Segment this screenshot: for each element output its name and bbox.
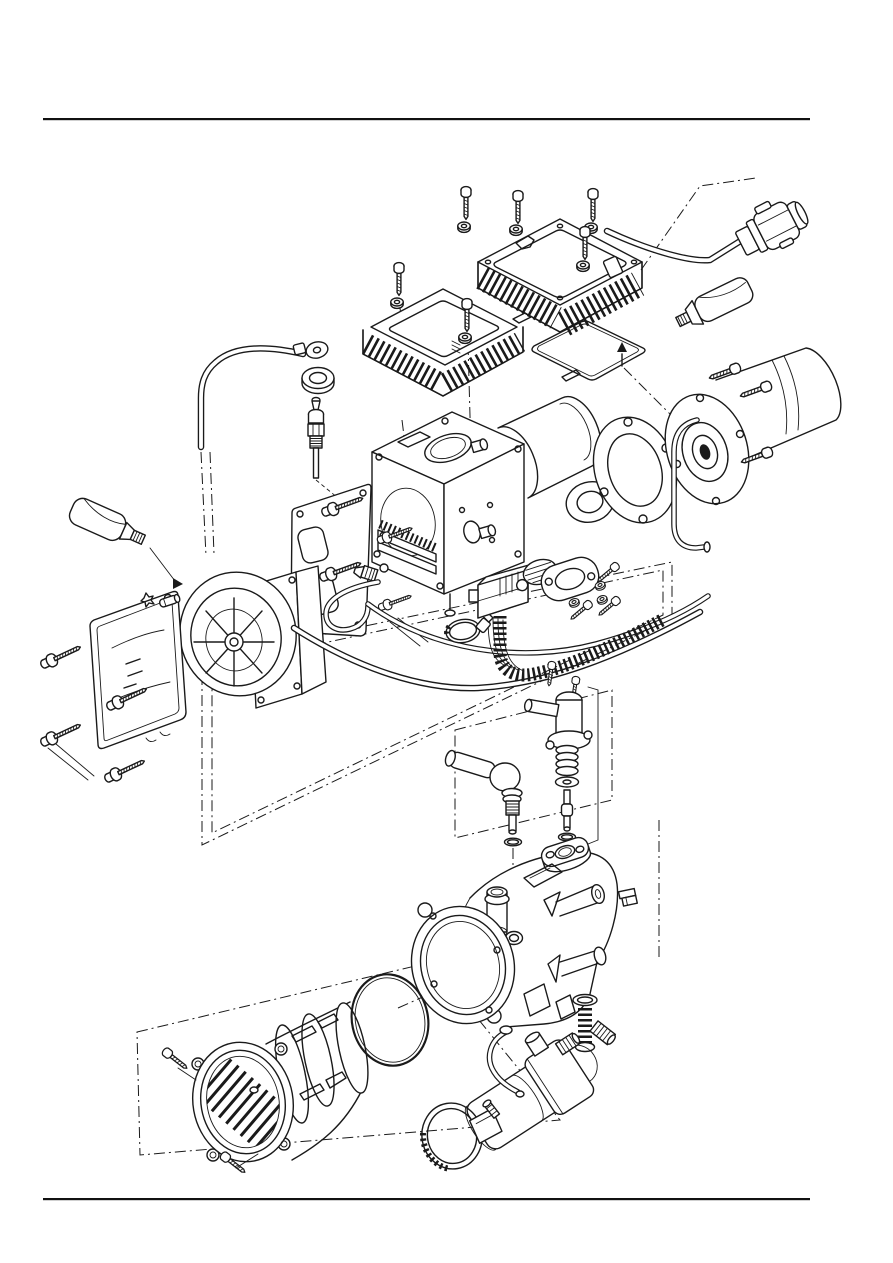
flange-gasket-disc (592, 416, 678, 524)
combustion-air-blower (179, 565, 327, 709)
blower-impeller (193, 597, 275, 687)
grease-tube-left (68, 497, 183, 589)
wiring-loom (487, 614, 666, 682)
alignment-arrow (617, 342, 627, 352)
direction-arrow (173, 578, 183, 589)
glow-plug (307, 396, 339, 499)
fuel-pipes (290, 564, 711, 692)
cover-screws (37, 640, 150, 786)
top-rule (43, 118, 810, 121)
burner-screws (160, 1045, 259, 1177)
control-unit-left (362, 288, 532, 397)
burner-tube (497, 395, 602, 499)
sensor-elbow-fitting (523, 691, 593, 750)
large-o-ring (350, 973, 430, 1067)
blower-cover-plate (89, 590, 187, 750)
sealing-grommet (301, 366, 335, 395)
harness-connector (603, 200, 809, 264)
hose-clamp-large (420, 1099, 503, 1172)
outlet-stub-lower (547, 946, 607, 983)
temperature-sensor (523, 660, 593, 842)
bottom-rule (43, 1198, 810, 1201)
water-stub-o-ring (572, 993, 617, 1053)
water-jacket (410, 836, 638, 1028)
sensor-pin (560, 789, 574, 832)
fuel-line (197, 341, 329, 451)
retaining-clip-pin (140, 592, 181, 608)
grease-tube-right (675, 277, 754, 328)
front-flange (410, 902, 516, 1025)
overheat-sensor (444, 749, 523, 847)
outlet-stub-upper (543, 883, 605, 917)
group-bracket (587, 686, 599, 845)
hose-clamp-small (444, 608, 494, 644)
combustion-air-motor (664, 347, 842, 553)
retaining-clip (617, 887, 638, 907)
burner-insert (191, 1001, 369, 1163)
fuel-nozzle-fitting (353, 564, 379, 583)
burner-flange (191, 1041, 295, 1163)
sensor-spring (555, 744, 579, 777)
water-pump (464, 1025, 598, 1151)
housing-gasket-frame (531, 320, 646, 382)
sensor-cover (540, 556, 623, 623)
